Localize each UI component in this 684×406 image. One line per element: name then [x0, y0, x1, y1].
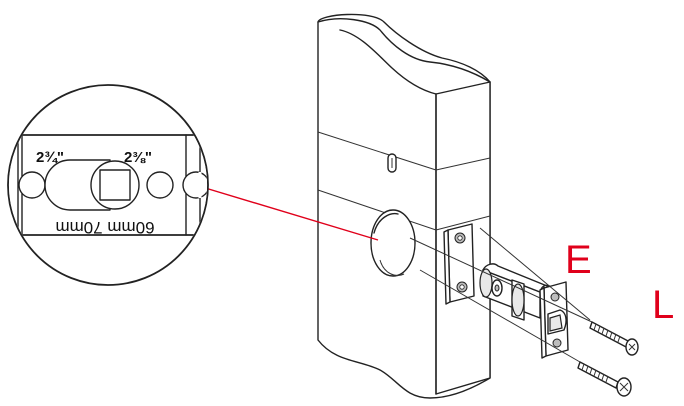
callout-pointer-line	[191, 183, 379, 241]
edge-faceplate	[443, 223, 475, 305]
screw-bottom	[577, 361, 632, 397]
cross-bore-hole	[370, 209, 416, 277]
label-e: E	[565, 238, 592, 282]
zoom-callout: 2¾" 2⅜" 60mm 70mm	[7, 84, 209, 286]
backset-right-label: 2⅜"	[124, 149, 152, 166]
label-l: L	[652, 283, 674, 327]
door	[317, 13, 491, 399]
mm-text: 60mm 70mm	[55, 218, 154, 237]
backset-left-label: 2¾"	[36, 149, 64, 166]
screw-top	[589, 321, 639, 356]
latch-assembly	[479, 263, 569, 359]
